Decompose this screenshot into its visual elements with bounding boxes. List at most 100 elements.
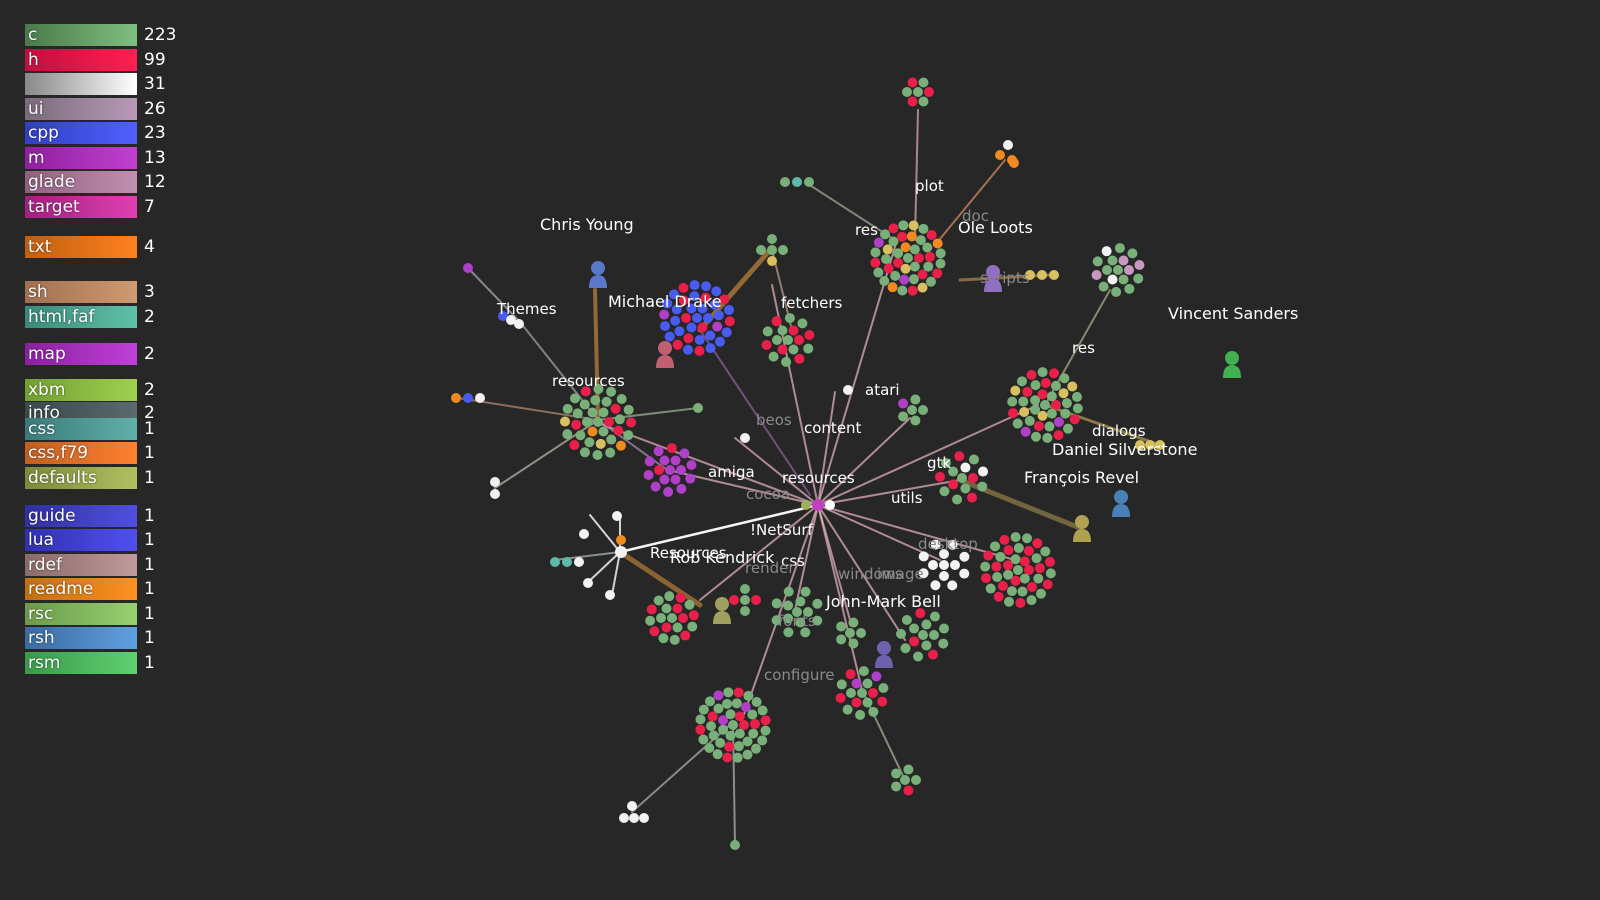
- file-node: [1101, 246, 1112, 257]
- file-node: [917, 282, 928, 293]
- file-node: [1007, 155, 1017, 165]
- legend-count: 13: [144, 148, 166, 168]
- file-node: [645, 615, 656, 626]
- user-name-label: Chris Young: [540, 215, 634, 234]
- file-node: [724, 316, 735, 327]
- file-node: [660, 321, 671, 332]
- graph-edge: [611, 551, 621, 596]
- file-node: [995, 150, 1005, 160]
- graph-edge: [817, 504, 1016, 561]
- file-node: [922, 242, 933, 253]
- file-node: [929, 630, 939, 640]
- file-node: [619, 813, 629, 823]
- file-node: [768, 351, 779, 362]
- file-node: [550, 557, 560, 567]
- file-node: [960, 462, 971, 473]
- file-node: [890, 270, 901, 281]
- file-node: [1037, 389, 1048, 400]
- file-node: [1031, 553, 1042, 564]
- file-node: [760, 725, 771, 736]
- file-node: [762, 326, 773, 337]
- file-node: [718, 715, 729, 726]
- file-node: [1060, 408, 1071, 419]
- file-node: [614, 414, 625, 425]
- legend-count: 12: [144, 172, 166, 192]
- file-node: [891, 781, 902, 792]
- file-node: [1118, 255, 1129, 266]
- file-node: [700, 292, 711, 303]
- file-node: [771, 598, 782, 609]
- legend-color-bar: [25, 554, 137, 576]
- file-node: [968, 473, 978, 483]
- file-node: [1023, 545, 1034, 556]
- file-node: [908, 274, 919, 285]
- legend-color-bar: [25, 505, 137, 527]
- file-node: [732, 752, 743, 763]
- graph-edge: [804, 181, 896, 241]
- file-node: [918, 405, 928, 415]
- file-node: [575, 430, 586, 441]
- file-node: [676, 465, 686, 475]
- file-node: [947, 580, 958, 591]
- file-node: [939, 560, 949, 570]
- file-node: [881, 254, 892, 265]
- file-node: [740, 595, 750, 605]
- file-node: [788, 325, 799, 336]
- file-node: [1034, 563, 1045, 574]
- file-node: [997, 580, 1008, 591]
- file-node: [777, 325, 788, 336]
- file-node: [900, 242, 911, 253]
- file-node: [760, 715, 771, 726]
- file-node: [593, 384, 604, 395]
- file-node: [1053, 417, 1064, 428]
- file-node: [463, 263, 473, 273]
- legend-label: sh: [28, 282, 48, 302]
- graph-edge: [817, 504, 863, 691]
- legend-count: 2: [144, 380, 155, 400]
- file-node: [797, 318, 808, 329]
- directory-label: css: [781, 552, 805, 570]
- user-avatar-icon: [875, 641, 893, 668]
- file-node: [1133, 273, 1144, 284]
- file-node: [792, 177, 802, 187]
- file-node: [664, 331, 675, 342]
- legend-label: html,faf: [28, 307, 95, 327]
- file-node: [784, 313, 795, 324]
- file-node: [935, 471, 946, 482]
- file-node: [1046, 391, 1057, 402]
- file-node: [918, 568, 929, 579]
- file-node: [909, 636, 920, 647]
- file-node: [1102, 265, 1112, 275]
- user-avatar-icon: [656, 341, 674, 368]
- file-node: [903, 785, 914, 796]
- graph-edge: [817, 404, 1039, 506]
- file-node: [579, 529, 589, 539]
- file-node: [689, 280, 700, 291]
- file-node: [948, 479, 959, 490]
- file-node: [714, 336, 725, 347]
- graph-edge: [817, 479, 961, 506]
- file-node: [1037, 410, 1048, 421]
- file-node: [794, 353, 805, 364]
- legend-color-bar: [25, 98, 137, 120]
- file-node: [698, 704, 709, 715]
- file-node: [1026, 595, 1037, 606]
- graph-edge: [741, 504, 819, 721]
- directory-label: resources: [782, 469, 855, 487]
- file-node: [836, 621, 847, 632]
- file-node: [977, 481, 988, 492]
- file-clusters: [451, 77, 1165, 850]
- file-node: [913, 87, 923, 97]
- file-node: [692, 313, 702, 323]
- directory-label: Themes: [496, 300, 557, 318]
- directory-label: !NetSurf: [750, 521, 814, 539]
- legend-label: css: [28, 419, 56, 439]
- file-node: [697, 322, 708, 333]
- file-node: [879, 275, 890, 286]
- file-node: [792, 607, 802, 617]
- file-node: [848, 617, 859, 628]
- file-node: [695, 714, 706, 725]
- file-node: [1019, 407, 1030, 418]
